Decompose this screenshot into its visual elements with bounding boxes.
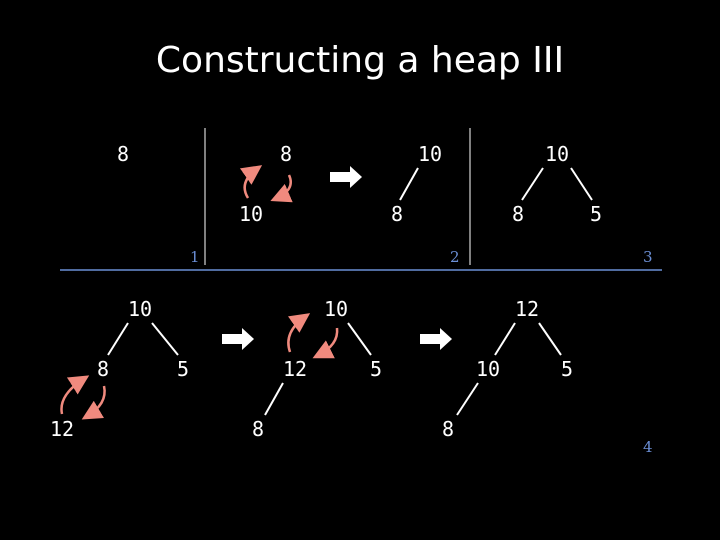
swap-arrow-down-s4b [312,327,339,359]
node-s4a-leaf: 12 [50,417,74,441]
swap-arrow-up-s4b [287,313,311,353]
edge-s3-left [521,167,544,201]
edge-s4a-right [151,322,179,356]
step-number-1: 1 [190,248,200,266]
node-s4b-left: 12 [283,357,307,381]
edge-s4b-right [347,322,372,356]
node-s1-b: 8 [280,142,292,166]
node-s4c-root: 12 [515,297,539,321]
edge-s4c-leaf [456,382,479,416]
swap-arrow-up-s4a [60,375,90,415]
node-s3-root: 10 [545,142,569,166]
node-s4c-left: 10 [476,357,500,381]
transition-arrow-3 [420,328,452,350]
node-s1-c: 10 [239,202,263,226]
step-number-4: 4 [643,438,653,456]
node-s4b-root: 10 [324,297,348,321]
edge-s4c-left [494,322,516,356]
step-number-2: 2 [450,248,460,266]
node-s4a-left: 8 [97,357,109,381]
edge-s2 [399,167,419,201]
swap-arrow-up-s1 [239,165,263,199]
node-s4c-leaf: 8 [442,417,454,441]
node-s3-left: 8 [512,202,524,226]
edge-s4c-right [538,322,562,356]
node-s1-a: 8 [117,142,129,166]
slide-title: Constructing a heap III [155,40,565,81]
node-s3-right: 5 [590,202,602,226]
node-s4a-right: 5 [177,357,189,381]
swap-arrow-down-s1 [270,174,293,203]
node-s4c-right: 5 [561,357,573,381]
transition-arrow-2 [222,328,254,350]
edge-s3-right [570,167,593,201]
transition-arrow-1 [330,166,362,188]
node-s2-child: 8 [391,202,403,226]
swap-arrow-down-s4a [81,385,106,420]
node-s4b-leaf: 8 [252,417,264,441]
node-s4a-root: 10 [128,297,152,321]
node-s4b-right: 5 [370,357,382,381]
step-number-3: 3 [643,248,653,266]
node-s2-root: 10 [418,142,442,166]
edge-s4b-leaf [264,382,284,416]
edge-s4a-left [107,322,129,356]
